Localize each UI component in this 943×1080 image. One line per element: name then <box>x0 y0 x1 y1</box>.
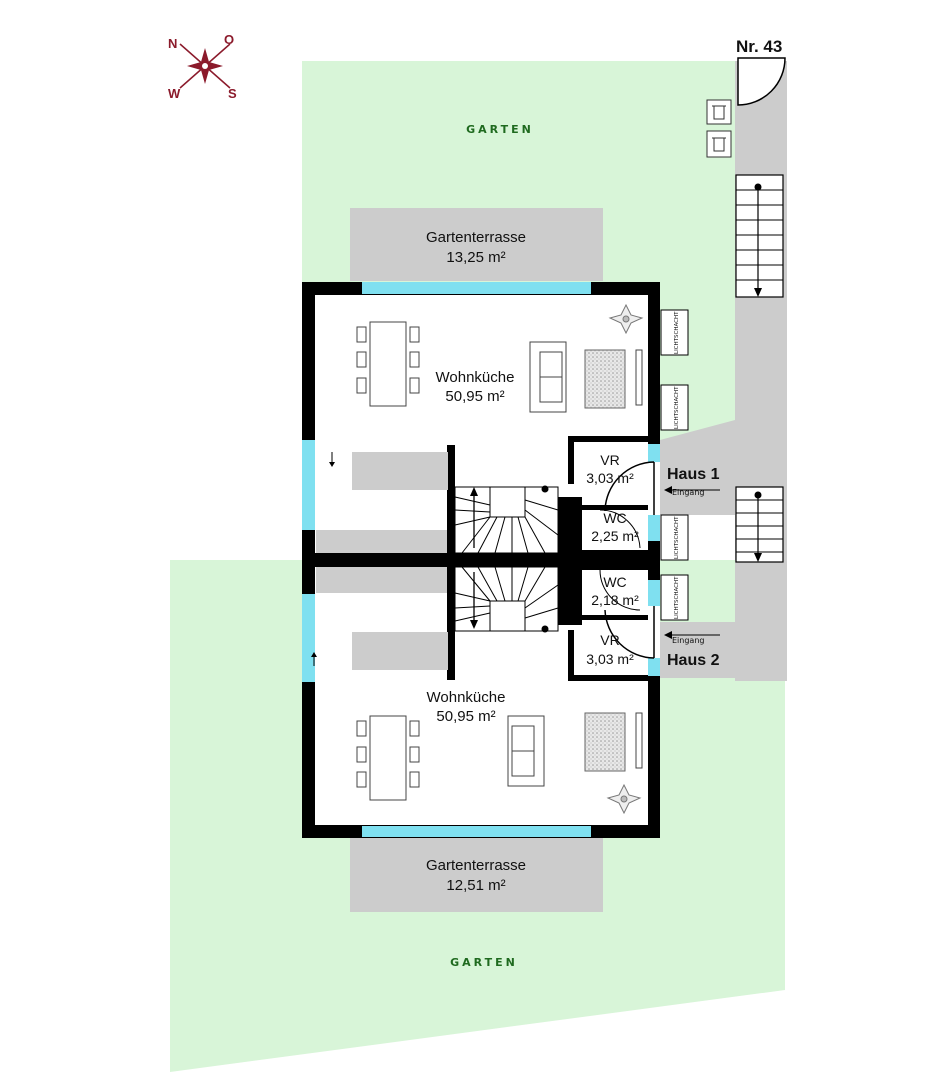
sofa-haus1 <box>529 341 567 413</box>
lightshaft-3: LICHTSCHACHT <box>660 514 689 561</box>
living-haus2-area: 50,95 m² <box>436 708 495 725</box>
wc-haus1-name: WC <box>603 510 626 526</box>
wc-door-haus1 <box>599 509 641 549</box>
party-wall <box>302 553 572 567</box>
waste-bin-icon <box>706 99 732 125</box>
vr-haus1-name: VR <box>600 452 619 468</box>
haus1-label: Haus 1 <box>667 466 720 483</box>
svg-text:W: W <box>168 86 181 101</box>
terrace-top <box>350 208 603 281</box>
internal-walls-haus2 <box>447 565 648 681</box>
svg-text:N: N <box>168 36 177 51</box>
entrance-door-haus2 <box>604 606 655 659</box>
svg-text:LICHTSCHACHT: LICHTSCHACHT <box>674 516 680 559</box>
svg-text:LICHTSCHACHT: LICHTSCHACHT <box>674 576 680 619</box>
living-haus1-area: 50,95 m² <box>445 388 504 405</box>
vr-haus2-area: 3,03 m² <box>586 651 634 667</box>
outdoor-stairs-top <box>735 174 784 298</box>
dining-table-haus1 <box>356 321 420 407</box>
lightshaft-1: LICHTSCHACHT <box>660 309 689 356</box>
garden-label-bottom: GARTEN <box>450 956 518 969</box>
interior-stairs-haus1 <box>454 485 559 554</box>
terrace-top-name: Gartenterrasse <box>426 229 526 246</box>
garden-label-top: GARTEN <box>466 123 534 136</box>
dining-table-haus2 <box>356 715 420 801</box>
rug-haus2 <box>584 712 626 772</box>
entrance-path-2 <box>660 622 787 678</box>
wc-door-haus2 <box>599 569 641 611</box>
svg-text:LICHTSCHACHT: LICHTSCHACHT <box>674 386 680 429</box>
lightshaft-4: LICHTSCHACHT <box>660 574 689 621</box>
waste-bin-icon <box>706 130 732 158</box>
entrance-door-haus1 <box>604 461 655 515</box>
terrace-bottom <box>350 838 603 912</box>
wc-haus1-area: 2,25 m² <box>591 528 639 544</box>
rug-haus1 <box>584 349 626 409</box>
kitchen-counter-haus2 <box>352 632 448 670</box>
haus2-entrance: Eingang <box>672 636 704 645</box>
windows <box>302 282 660 837</box>
sofa-haus2 <box>507 715 545 787</box>
tv-unit-haus2 <box>635 712 643 769</box>
svg-text:O: O <box>224 32 234 47</box>
wc-haus2-area: 2,18 m² <box>591 592 639 608</box>
house-number: Nr. 43 <box>736 37 782 56</box>
lightshaft-2: LICHTSCHACHT <box>660 384 689 431</box>
interior-stairs-haus2 <box>454 566 559 633</box>
vr-haus2-name: VR <box>600 632 619 648</box>
haus2-label: Haus 2 <box>667 652 720 669</box>
living-haus2-name: Wohnküche <box>427 689 506 706</box>
svg-text:S: S <box>228 86 237 101</box>
terrace-bottom-name: Gartenterrasse <box>426 857 526 874</box>
tv-unit-haus1 <box>635 349 643 406</box>
compass-rose-icon: N O W S <box>168 32 237 101</box>
internal-walls-haus1 <box>447 436 648 557</box>
plant-icon <box>608 303 644 335</box>
terrace-top-area: 13,25 m² <box>446 249 505 266</box>
side-path <box>735 61 787 681</box>
entrance-path-1 <box>660 420 735 515</box>
haus1-entrance: Eingang <box>672 488 704 497</box>
gate-door-swing <box>737 57 786 106</box>
kitchen-counter-haus1 <box>352 452 448 490</box>
wc-haus2-name: WC <box>603 574 626 590</box>
outdoor-stairs-bottom <box>735 486 784 563</box>
living-haus1-name: Wohnküche <box>436 369 515 386</box>
terrace-bottom-area: 12,51 m² <box>446 877 505 894</box>
vr-haus1-area: 3,03 m² <box>586 470 634 486</box>
svg-text:LICHTSCHACHT: LICHTSCHACHT <box>674 311 680 354</box>
plant-icon <box>606 783 642 815</box>
